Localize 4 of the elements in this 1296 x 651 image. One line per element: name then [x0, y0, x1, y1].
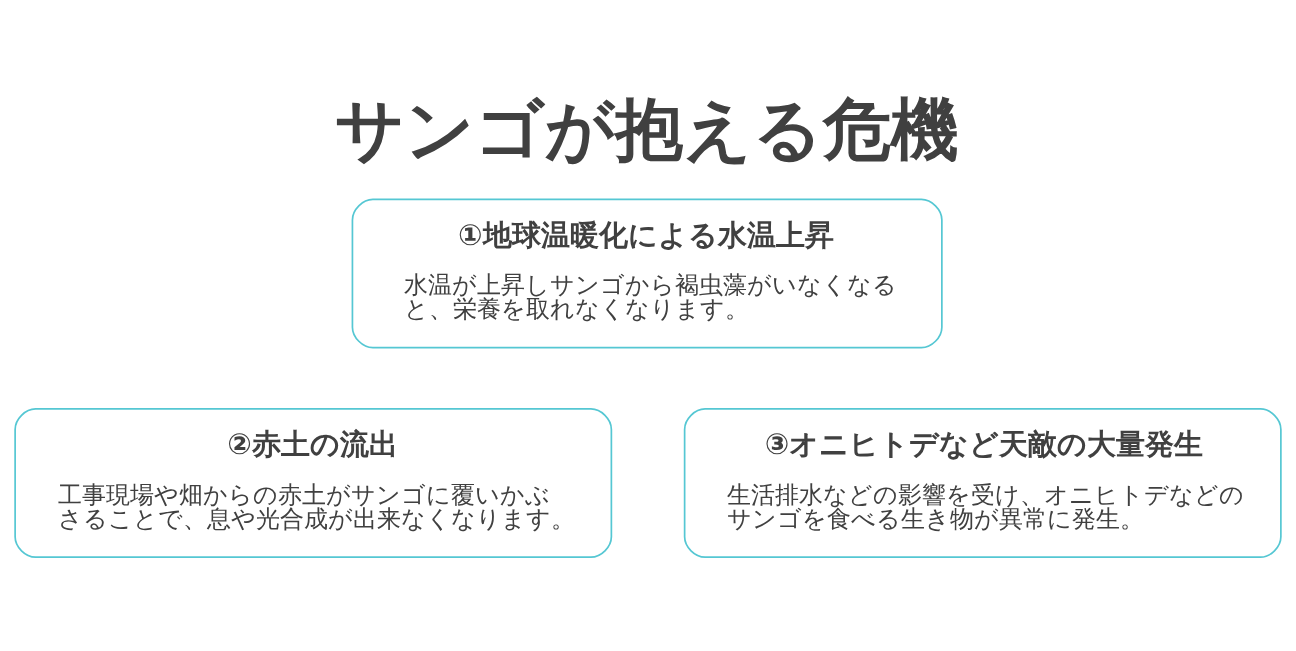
node-box: ②赤土の流出 工事現場や畑からの赤土がサンゴに覆いかぶさることで、息や光合成が出来なくなります。	[14, 408, 613, 559]
diagram-title: サンゴが抱える危機	[335, 90, 960, 170]
node-box: ③オニヒトデなど天敵の大量発生 生活排水などの影響を受け、オニヒトデなどのサンゴを食べる生き物が異常に発生。	[683, 408, 1282, 559]
node-box: ①地球温暖化による水温上昇 水温が上昇しサンゴから褐虫藻がいなくなると、栄養を取れなくなります。	[351, 198, 943, 349]
